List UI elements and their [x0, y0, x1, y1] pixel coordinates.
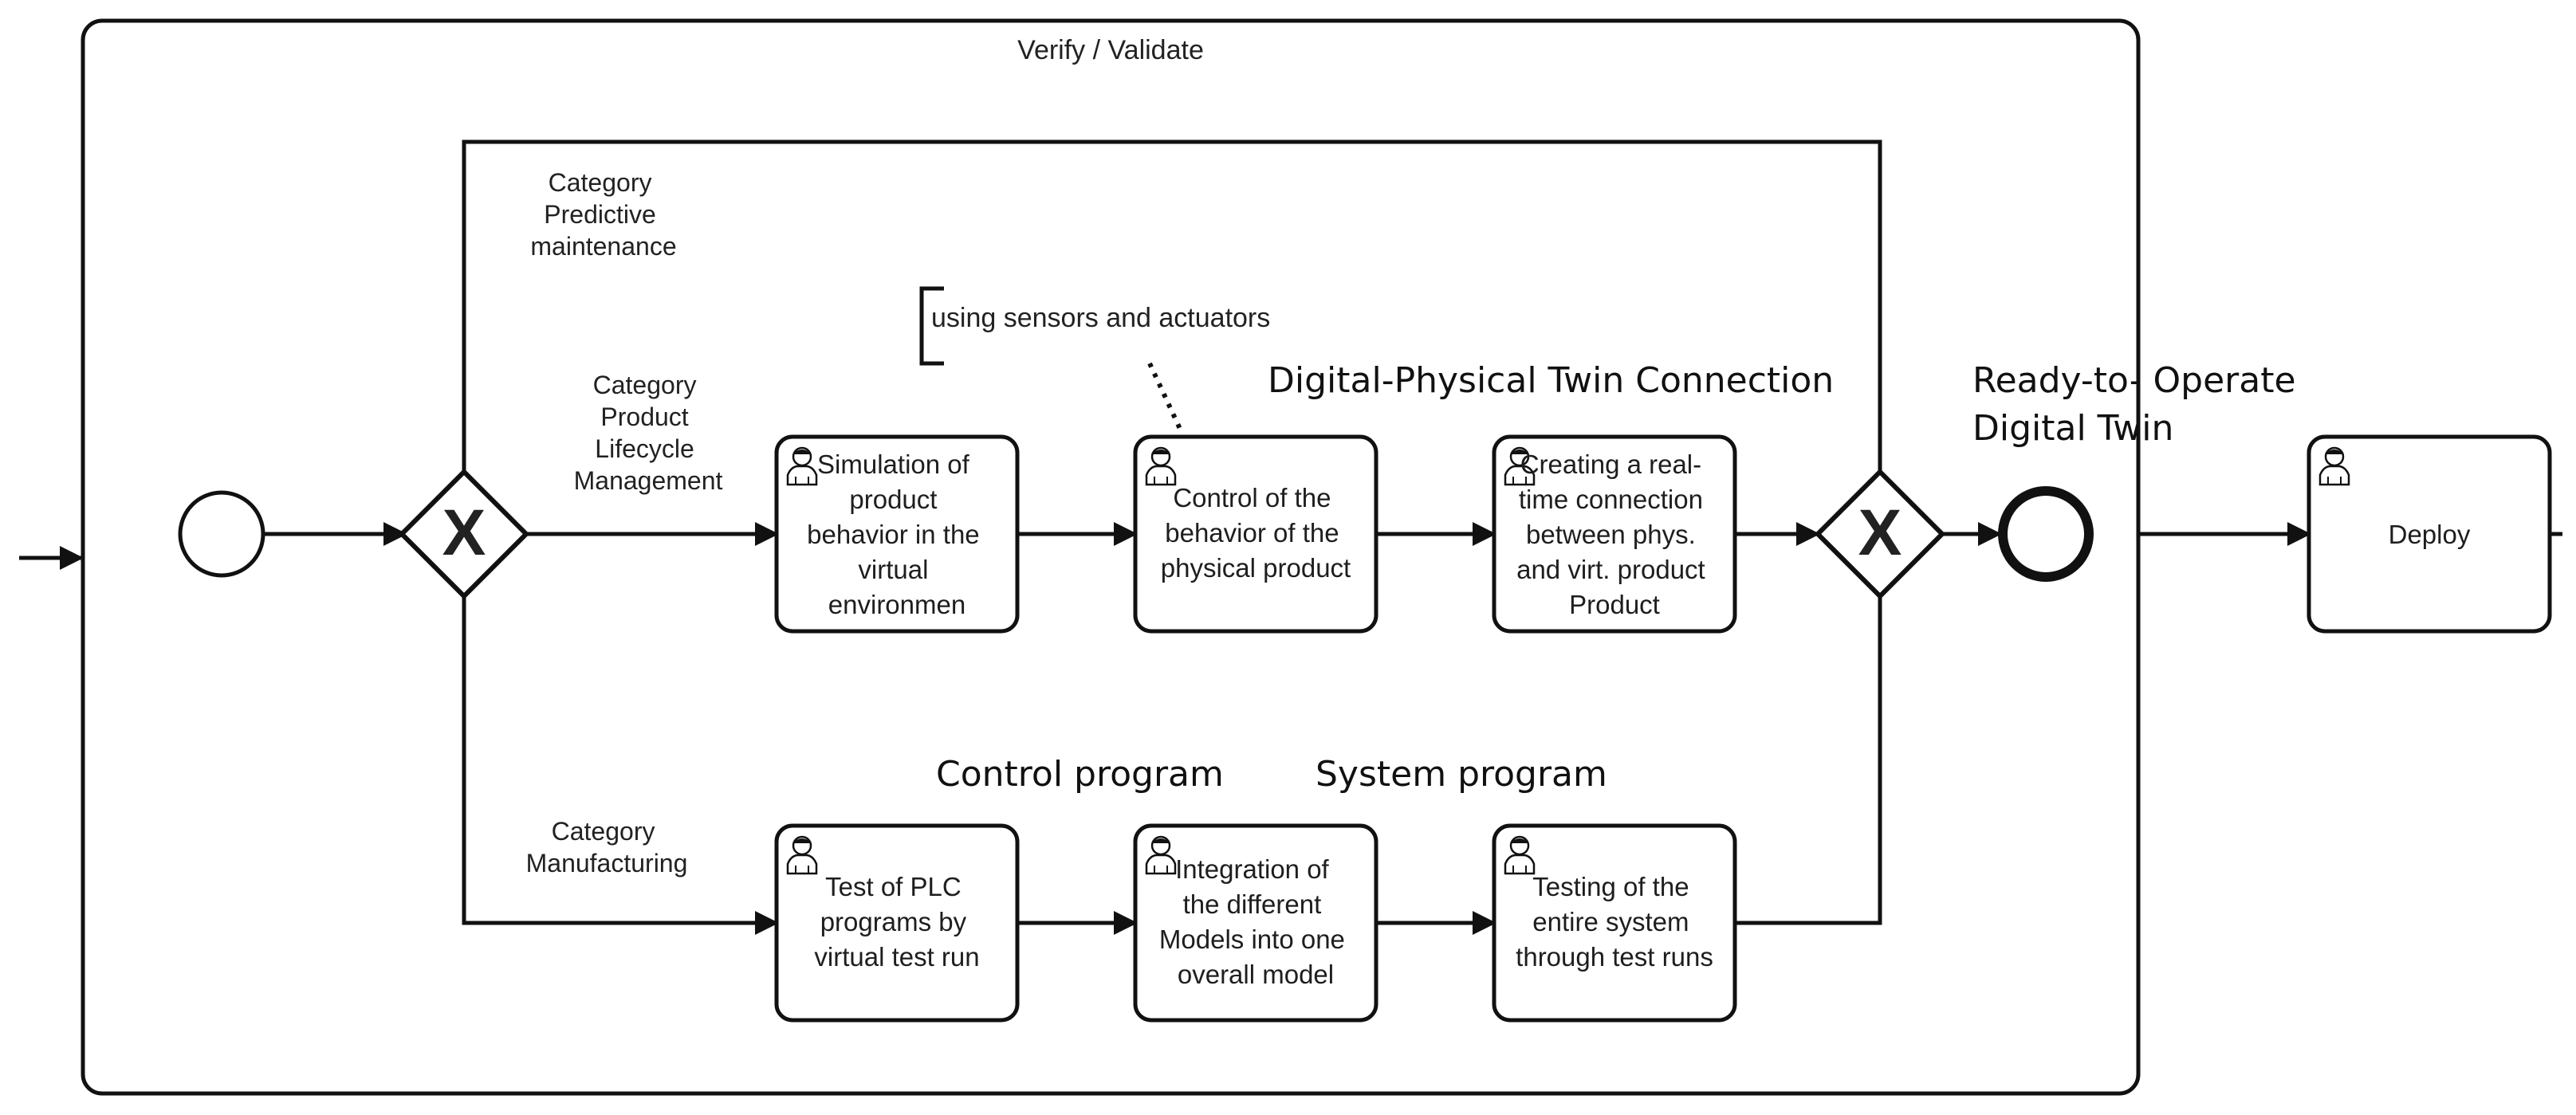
- task-realtime-connection[interactable]: Creating a real- time connection between…: [1492, 434, 1737, 634]
- annotation-association: [1147, 362, 1182, 430]
- task-realtime-connection-label: Creating a real- time connection between…: [1516, 450, 1713, 619]
- task-plc-test-label: Test of PLC programs by virtual test run: [814, 872, 979, 972]
- task-simulation[interactable]: Simulation of product behavior in the vi…: [774, 434, 1020, 634]
- task-integration[interactable]: Integration of the different Models into…: [1133, 823, 1378, 1023]
- category-plm-label: Category Product Lifecycle Management: [574, 371, 723, 495]
- join-gateway[interactable]: X: [1814, 468, 1946, 600]
- flow-systemtest-to-join[interactable]: [1735, 596, 1882, 925]
- task-deploy[interactable]: Deploy: [2307, 434, 2552, 634]
- task-deploy-label: Deploy: [2389, 520, 2471, 549]
- heading-ready-to-operate: Ready-to- Operate Digital Twin: [1972, 360, 2307, 449]
- split-gateway[interactable]: X: [398, 468, 530, 600]
- task-control-behavior[interactable]: Control of the behavior of the physical …: [1133, 434, 1378, 634]
- heading-digital-physical: Digital-Physical Twin Connection: [1268, 360, 1834, 401]
- annotation-text: using sensors and actuators: [931, 303, 1270, 333]
- task-integration-label: Integration of the different Models into…: [1159, 854, 1352, 989]
- category-manufacturing-label: Category Manufacturing: [526, 817, 688, 877]
- subprocess-title: Verify / Validate: [1017, 35, 1204, 65]
- category-predictive-label: Category Predictive maintenance: [530, 168, 676, 261]
- task-system-test-label: Testing of the entire system through tes…: [1516, 872, 1713, 972]
- subprocess-verify-validate[interactable]: [81, 18, 2141, 1096]
- task-control-behavior-label: Control of the behavior of the physical …: [1161, 483, 1351, 583]
- flow-predictive-branch[interactable]: [462, 139, 1882, 472]
- join-gateway-symbol: X: [1858, 497, 1902, 569]
- heading-control-program: Control program: [936, 754, 1224, 795]
- task-system-test[interactable]: Testing of the entire system through tes…: [1492, 823, 1737, 1023]
- heading-system-program: System program: [1316, 754, 1607, 795]
- end-event[interactable]: [1998, 486, 2094, 582]
- flow-manufacturing-branch[interactable]: [462, 596, 779, 935]
- split-gateway-symbol: X: [442, 497, 486, 569]
- start-event[interactable]: [178, 490, 265, 578]
- text-annotation[interactable]: using sensors and actuators: [919, 286, 1270, 430]
- task-plc-test[interactable]: Test of PLC programs by virtual test run: [774, 823, 1020, 1023]
- task-simulation-label: Simulation of product behavior in the vi…: [807, 450, 987, 619]
